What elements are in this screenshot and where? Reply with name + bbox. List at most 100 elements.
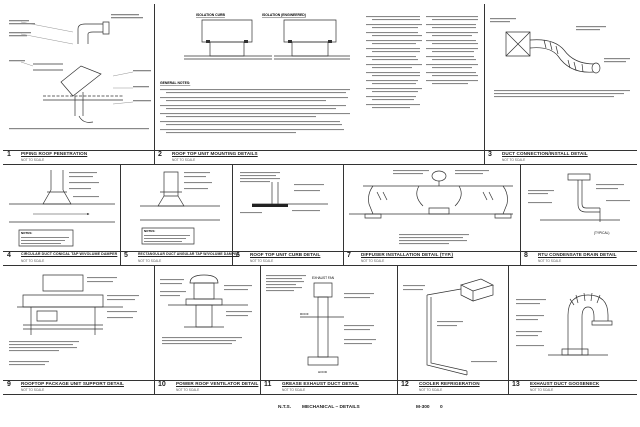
detail-11-title-block: 11 GREASE EXHAUST DUCT DETAIL NOT TO SCA…: [260, 380, 397, 394]
detail-2: ISOLATION CURB ISOLATION (ENGINEERED) GE…: [154, 4, 484, 164]
roof-label: ROOF: [300, 312, 309, 316]
detail-title: POWER ROOF VENTILATOR DETAIL: [176, 381, 259, 386]
detail-12-drawing: [403, 265, 497, 394]
detail-9-drawing: [9, 265, 139, 366]
detail-6: 6 ROOF TOP UNIT CURB DETAIL NOT TO SCALE: [232, 164, 343, 265]
detail-5-drawing: NOTES:: [120, 164, 232, 265]
detail-title: GREASE EXHAUST DUCT DETAIL: [282, 381, 359, 386]
detail-number: 10: [158, 381, 166, 388]
detail-title: DUCT CONNECTION/INSTALL DETAIL: [502, 151, 588, 156]
detail-scale: NOT TO SCALE: [176, 388, 200, 392]
grid-line-row3: [3, 394, 637, 395]
detail-11: EXHAUST FAN ROOF HOOD 11 GREASE EXHAUST …: [260, 265, 397, 394]
detail-title: RTU CONDENSATE DRAIN DETAIL: [538, 252, 617, 257]
grid-line-r1-b: [484, 4, 485, 164]
detail-6-drawing: [240, 172, 343, 214]
detail-scale: NOT TO SCALE: [21, 388, 45, 392]
detail-scale: NOT TO SCALE: [361, 259, 385, 263]
grid-line-r3-c: [397, 265, 398, 394]
detail-1-title-block: 1 PIPING ROOF PENETRATION NOT TO SCALE: [3, 150, 154, 164]
detail-scale: NOT TO SCALE: [21, 259, 45, 263]
typical-label: (TYPICAL): [594, 231, 609, 235]
isolation-engineered-label: ISOLATION (ENGINEERED): [262, 13, 306, 17]
detail-number: 13: [512, 381, 520, 388]
grid-line-r3-a: [154, 265, 155, 394]
detail-13-drawing: [516, 265, 637, 394]
detail-11-drawing: EXHAUST FAN ROOF HOOD: [266, 275, 376, 374]
detail-scale: NOT TO SCALE: [538, 259, 562, 263]
detail-number: 5: [124, 252, 128, 259]
detail-5: NOTES: 5 RECTANGULAR DUCT ANGULAR TAP W/…: [120, 164, 239, 265]
detail-12: 12 COOLER REFRIGERATION NOT TO SCALE: [397, 265, 508, 394]
general-notes-label: GENERAL NOTES:: [160, 81, 190, 85]
detail-10: 10 POWER ROOF VENTILATOR DETAIL NOT TO S…: [154, 265, 260, 394]
detail-title: PIPING ROOF PENETRATION: [21, 151, 88, 156]
detail-4: NOTES: 4 CIRCULAR DUCT CONICAL TAP W/VOL…: [3, 164, 120, 265]
detail-number: 4: [7, 252, 11, 259]
detail-2-drawing: ISOLATION CURB ISOLATION (ENGINEERED) GE…: [160, 13, 478, 134]
detail-scale: NOT TO SCALE: [138, 259, 162, 263]
detail-4-drawing: NOTES:: [3, 164, 120, 265]
detail-title: CIRCULAR DUCT CONICAL TAP W/VOLUME DAMPE…: [21, 252, 118, 256]
detail-7-drawing: [343, 170, 520, 245]
grid-line-r2-a: [120, 164, 121, 265]
detail-title: ROOF TOP UNIT CURB DETAIL: [250, 252, 321, 257]
detail-13: 13 EXHAUST DUCT GOOSENECK NOT TO SCALE: [508, 265, 637, 394]
detail-number: 2: [158, 151, 162, 158]
detail-1-drawing: [9, 14, 151, 130]
detail-title: COOLER REFRIGERATION: [419, 381, 480, 386]
detail-8-drawing: (TYPICAL): [528, 164, 630, 235]
grid-line-row1: [3, 164, 637, 165]
detail-number: 8: [524, 252, 528, 259]
sheet-title: MECHANICAL – DETAILS: [302, 405, 360, 410]
sheet-number: M-300: [416, 405, 430, 410]
detail-6-title-block: 6 ROOF TOP UNIT CURB DETAIL NOT TO SCALE: [232, 251, 343, 265]
grid-line-r2-c: [343, 164, 344, 265]
notes-label: NOTES:: [144, 229, 155, 233]
detail-number: 12: [401, 381, 409, 388]
detail-8-title-block: 8 RTU CONDENSATE DRAIN DETAIL NOT TO SCA…: [520, 251, 637, 265]
detail-title: ROOFTOP PACKAGE UNIT SUPPORT DETAIL: [21, 381, 124, 386]
grid-line-row2: [3, 265, 637, 266]
scale-note: N.T.S.: [278, 405, 292, 410]
detail-7: 7 DIFFUSER INSTALLATION DETAIL (TYP.) NO…: [343, 164, 520, 265]
sheet-title-strip: N.T.S. MECHANICAL – DETAILS M-300 0: [0, 401, 640, 415]
exhaust-fan-label: EXHAUST FAN: [312, 276, 335, 280]
detail-title: DIFFUSER INSTALLATION DETAIL (TYP.): [361, 252, 454, 257]
detail-1: 1 PIPING ROOF PENETRATION NOT TO SCALE: [3, 4, 154, 164]
detail-scale: NOT TO SCALE: [250, 259, 274, 263]
grid-line-r2-b: [232, 164, 233, 265]
detail-3-drawing: [490, 18, 630, 98]
detail-3: 3 DUCT CONNECTION/INSTALL DETAIL NOT TO …: [484, 4, 637, 164]
detail-number: 6: [236, 252, 240, 259]
detail-scale: NOT TO SCALE: [419, 388, 443, 392]
detail-13-title-block: 13 EXHAUST DUCT GOOSENECK NOT TO SCALE: [508, 380, 637, 394]
detail-number: 3: [488, 151, 492, 158]
sheet-revision: 0: [440, 405, 443, 410]
detail-10-title-block: 10 POWER ROOF VENTILATOR DETAIL NOT TO S…: [154, 380, 260, 394]
detail-9-title-block: 9 ROOFTOP PACKAGE UNIT SUPPORT DETAIL NO…: [3, 380, 154, 394]
detail-5-title-block: 5 RECTANGULAR DUCT ANGULAR TAP W/VOLUME …: [120, 251, 239, 265]
detail-10-drawing: [160, 265, 252, 345]
notes-label: NOTES:: [21, 231, 32, 235]
hood-label: HOOD: [318, 370, 328, 374]
detail-scale: NOT TO SCALE: [502, 158, 526, 162]
detail-4-title-block: 4 CIRCULAR DUCT CONICAL TAP W/VOLUME DAM…: [3, 251, 120, 265]
detail-number: 9: [7, 381, 11, 388]
detail-title: RECTANGULAR DUCT ANGULAR TAP W/VOLUME DA…: [138, 252, 240, 256]
detail-title: ROOF TOP UNIT MOUNTING DETAILS: [172, 151, 258, 156]
detail-number: 11: [264, 381, 272, 388]
detail-number: 7: [347, 252, 351, 259]
detail-9: 9 ROOFTOP PACKAGE UNIT SUPPORT DETAIL NO…: [3, 265, 154, 394]
grid-line-r1-a: [154, 4, 155, 164]
detail-scale: NOT TO SCALE: [172, 158, 196, 162]
detail-scale: NOT TO SCALE: [530, 388, 554, 392]
grid-line-r3-b: [260, 265, 261, 394]
detail-12-title-block: 12 COOLER REFRIGERATION NOT TO SCALE: [397, 380, 508, 394]
detail-3-title-block: 3 DUCT CONNECTION/INSTALL DETAIL NOT TO …: [484, 150, 637, 164]
grid-line-r2-d: [520, 164, 521, 265]
detail-number: 1: [7, 151, 11, 158]
grid-line-r3-d: [508, 265, 509, 394]
detail-title: EXHAUST DUCT GOOSENECK: [530, 381, 600, 386]
